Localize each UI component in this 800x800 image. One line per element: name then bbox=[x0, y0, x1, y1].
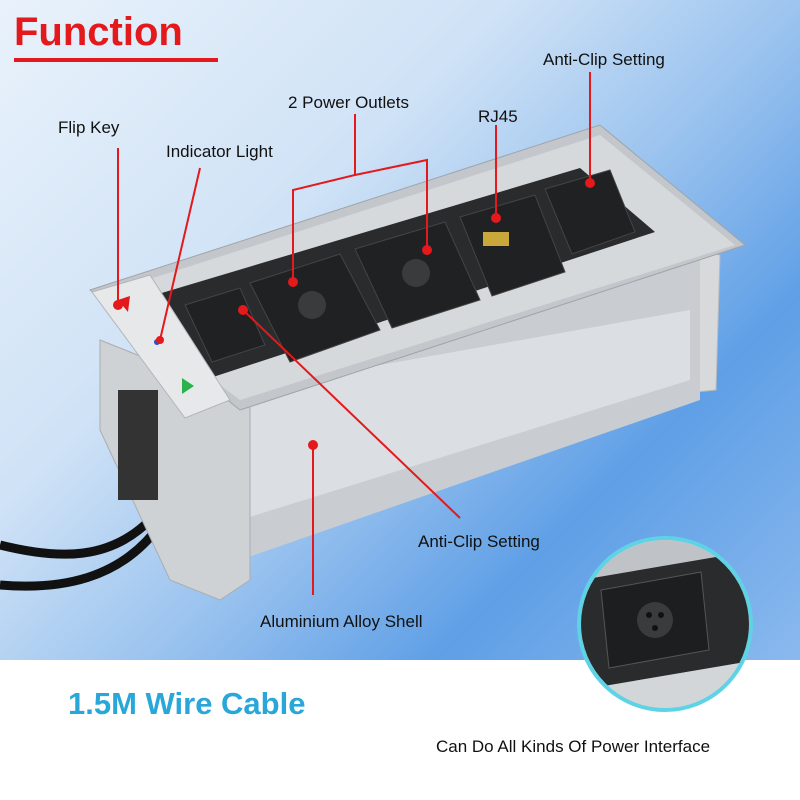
title-underline bbox=[14, 58, 218, 62]
flip-key-label: Flip Key bbox=[58, 118, 120, 137]
cable-length-text: 1.5M Wire Cable bbox=[68, 686, 306, 721]
indicator-light-label: Indicator Light bbox=[166, 142, 273, 161]
callout-lines bbox=[117, 72, 591, 595]
rj45-label: RJ45 bbox=[478, 107, 518, 126]
callout-dots bbox=[113, 178, 595, 450]
socket-closeup-inset bbox=[577, 536, 753, 712]
product-illustration bbox=[0, 72, 747, 601]
power-outlets-label: 2 Power Outlets bbox=[288, 93, 409, 112]
socket-closeup-image bbox=[581, 540, 749, 708]
page-title: Function bbox=[14, 10, 183, 54]
power-interface-caption: Can Do All Kinds Of Power Interface bbox=[436, 737, 711, 756]
anti-clip-bottom-label: Anti-Clip Setting bbox=[418, 532, 540, 551]
shell-label: Aluminium Alloy Shell bbox=[260, 612, 423, 631]
anti-clip-top-label: Anti-Clip Setting bbox=[543, 50, 665, 69]
